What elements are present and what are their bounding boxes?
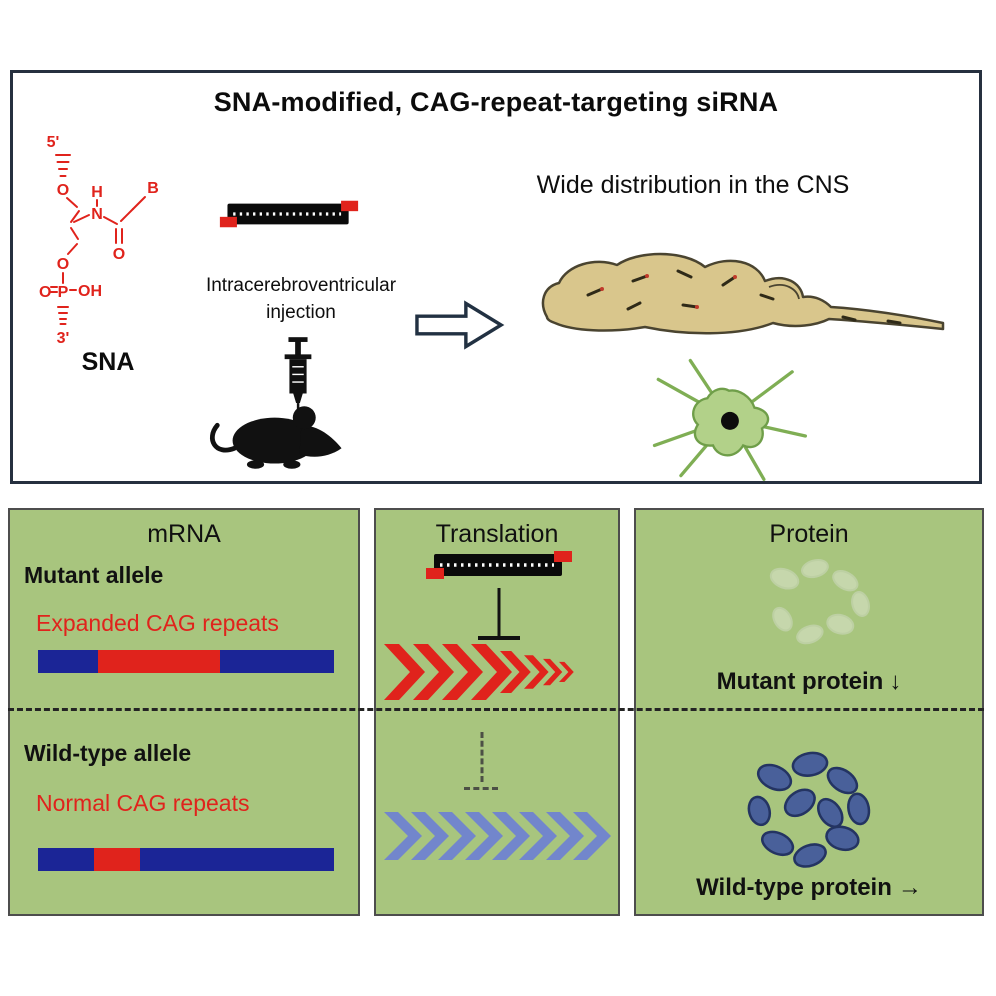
mouse-tail xyxy=(210,422,237,453)
allele-divider-dashed-line xyxy=(8,708,984,711)
three-prime-label: 3' xyxy=(57,330,70,347)
bar-segment-red-normal xyxy=(94,848,140,871)
neuron-nucleus xyxy=(720,411,739,430)
mutant-allele-bar xyxy=(38,650,334,673)
mutant-translation-chevrons xyxy=(384,644,574,700)
figure-title: SNA-modified, CAG-repeat-targeting siRNA xyxy=(213,87,779,117)
sna-chemical-structure: 5' O O N H O B O xyxy=(39,134,159,347)
mutant-protein-label: Mutant protein↓ xyxy=(636,668,982,696)
translation-panel-title: Translation xyxy=(435,520,559,548)
bar-segment-blue xyxy=(140,848,334,871)
inhibition-stem xyxy=(497,588,501,636)
sirna-red-cap-right xyxy=(341,200,359,212)
bond xyxy=(132,196,146,210)
cns-caption: Wide distribution in the CNS xyxy=(536,171,850,199)
sirna-distribution-marks xyxy=(586,269,902,325)
wild-type-allele-heading: Wild-type allele xyxy=(24,740,192,766)
bond xyxy=(120,208,134,222)
wild-type-translation-chevrons xyxy=(384,812,611,860)
nitrogen-label: N xyxy=(91,206,103,223)
bar-segment-blue xyxy=(38,650,98,673)
inhibition-symbol-solid xyxy=(478,588,520,640)
bond xyxy=(66,197,78,208)
inhibition-stem-dashed xyxy=(480,732,484,782)
right-arrow-icon: → xyxy=(897,874,922,901)
bond xyxy=(70,210,80,223)
wild-type-allele-bar xyxy=(38,848,334,871)
base-label: B xyxy=(147,180,159,197)
oxygen-mid-label: O xyxy=(57,256,69,273)
mrna-panel-title: mRNA xyxy=(147,520,221,548)
bond xyxy=(73,214,90,223)
injection-caption-line1: Intracerebroventricular xyxy=(205,275,397,296)
mouse-ear xyxy=(292,406,316,430)
neuron-illustration xyxy=(652,358,808,481)
inhibition-blunt-bar-dashed xyxy=(464,787,498,790)
wild-type-protein-cluster-illustration xyxy=(747,751,871,868)
protein-panel-title: Protein xyxy=(769,520,849,548)
mrna-panel: mRNA Mutant allele Expanded CAG repeats … xyxy=(8,508,360,916)
bar-segment-red-expanded xyxy=(98,650,220,673)
bond xyxy=(103,216,118,225)
normal-cag-caption: Normal CAG repeats xyxy=(36,790,250,816)
mutant-protein-ghost-illustration xyxy=(769,558,870,645)
sirna-duplex-icon xyxy=(219,200,359,228)
protein-panel: Protein Mutant protein↓ xyxy=(634,508,984,916)
brain-spinal-cord-illustration xyxy=(541,252,945,335)
bar-segment-blue xyxy=(220,650,334,673)
sirna-duplex-icon xyxy=(426,551,572,579)
five-prime-label: 5' xyxy=(47,134,60,151)
hydroxyl-label: OH xyxy=(78,283,102,300)
phosphorus-label: P xyxy=(58,284,69,301)
sirna-red-cap-left xyxy=(219,216,237,228)
injection-caption: Intracerebroventricular injection xyxy=(181,273,421,326)
bond xyxy=(67,243,78,255)
carbonyl-oxygen-label: O xyxy=(113,246,125,263)
bar-segment-blue xyxy=(38,848,94,871)
sirna-red-cap-right xyxy=(554,551,572,562)
down-arrow-icon: ↓ xyxy=(889,668,902,695)
mouse-icon xyxy=(210,406,342,469)
sirna-red-cap-left xyxy=(426,568,444,579)
wild-type-protein-text: Wild-type protein xyxy=(696,874,892,901)
phosphate-oxygen-label: O xyxy=(39,284,51,301)
hydrogen-label: H xyxy=(91,184,103,201)
top-panel: SNA-modified, CAG-repeat-targeting siRNA… xyxy=(10,70,982,484)
bond xyxy=(70,227,79,240)
inhibition-blunt-bar xyxy=(478,636,520,640)
translation-panel: Translation xyxy=(374,508,620,916)
oxygen-top-label: O xyxy=(57,182,69,199)
sna-caption: SNA xyxy=(81,348,135,376)
injection-caption-line2: injection xyxy=(266,301,336,323)
wild-type-protein-label: Wild-type protein→ xyxy=(636,874,982,902)
mutant-protein-text: Mutant protein xyxy=(716,668,884,695)
flow-arrow-icon xyxy=(415,300,505,350)
sirna-mark-tips xyxy=(600,274,737,309)
inhibition-symbol-dashed xyxy=(462,732,502,790)
expanded-cag-caption: Expanded CAG repeats xyxy=(36,610,279,636)
mutant-allele-heading: Mutant allele xyxy=(24,562,164,588)
